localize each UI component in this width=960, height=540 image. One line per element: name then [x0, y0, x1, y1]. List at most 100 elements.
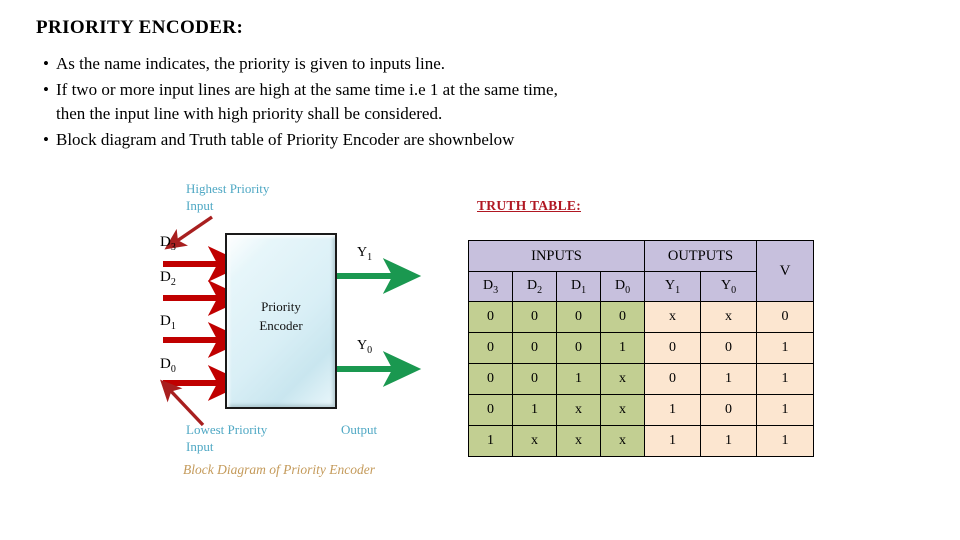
lowest-priority-line2: Input	[186, 439, 214, 454]
input-label-d0-sub: 0	[170, 364, 176, 375]
input-label-d0: D0	[160, 356, 176, 375]
input-label-d1: D1	[160, 313, 176, 332]
input-label-d1-name: D	[160, 313, 171, 329]
sub-header-d0-name: D	[614, 277, 626, 293]
encoder-label-line2: Encoder	[259, 318, 303, 333]
input-label-d1-sub: 1	[170, 321, 176, 332]
output-label: Output	[341, 422, 378, 437]
sub-header-d1-name: D	[570, 277, 582, 293]
cell-y1: 0	[644, 332, 701, 364]
table-row: 1 x x x 1 1 1	[468, 425, 814, 457]
sub-header-d0: D0	[600, 271, 645, 302]
sub-header-d3: D3	[468, 271, 513, 302]
cell-y1: 0	[644, 363, 701, 395]
table-row: 0 0 0 1 0 0 1	[468, 332, 814, 364]
cell-d0: x	[600, 425, 645, 457]
highest-priority-line1: Highest Priority	[186, 181, 270, 196]
cell-d1: x	[556, 394, 601, 426]
lowest-priority-input-label: Lowest Priority Input	[186, 421, 267, 455]
table-sub-header-row: D3 D2 D1 D0 Y1 Y0	[468, 271, 814, 302]
sub-header-y0: Y0	[700, 271, 757, 302]
output-label-y1: Y1	[357, 245, 372, 263]
sub-header-d1-sub: 1	[581, 284, 587, 296]
highest-priority-line2: Input	[186, 198, 214, 213]
bullet-list: • As the name indicates, the priority is…	[36, 52, 796, 154]
diagram-arrows	[160, 215, 422, 427]
bullet-text-2: If two or more input lines are high at t…	[56, 80, 558, 99]
bullet-text-1: As the name indicates, the priority is g…	[56, 54, 446, 73]
cell-d1: x	[556, 425, 601, 457]
priority-encoder-block-label: Priority Encoder	[227, 297, 335, 335]
sub-header-y0-name: Y	[720, 277, 732, 293]
lowest-priority-line1: Lowest Priority	[186, 422, 268, 437]
sub-header-d0-sub: 0	[625, 284, 631, 296]
cell-d1: 0	[556, 332, 601, 364]
cell-d1: 0	[556, 301, 601, 333]
cell-y1: 1	[644, 394, 701, 426]
sub-header-d2: D2	[512, 271, 557, 302]
input-label-d0-name: D	[160, 356, 171, 372]
cell-d3: 0	[468, 363, 513, 395]
input-label-d3-name: D	[160, 234, 171, 250]
output-label-y0: Y0	[357, 338, 372, 356]
input-label-d3: D3	[160, 234, 176, 253]
sub-header-d3-sub: 3	[493, 284, 499, 296]
bullet-marker: •	[43, 54, 49, 73]
highest-priority-pointer-arrow	[164, 215, 213, 250]
sub-header-y0-sub: 0	[731, 284, 737, 296]
block-diagram-caption: Block Diagram of Priority Encoder	[183, 462, 375, 477]
cell-v: 1	[756, 332, 814, 364]
sub-header-d1: D1	[556, 271, 601, 302]
priority-encoder-block: Priority Encoder	[225, 233, 337, 409]
cell-d2: 0	[512, 363, 557, 395]
lowest-priority-pointer-arrow	[160, 379, 205, 427]
cell-d0: 0	[600, 301, 645, 333]
group-header-outputs: OUTPUTS	[644, 240, 757, 272]
cell-v: 1	[756, 394, 814, 426]
cell-y0: 1	[700, 363, 757, 395]
bullet-item-2: • If two or more input lines are high at…	[36, 78, 796, 126]
output-label-y0-name: Y	[357, 338, 368, 353]
bullet-marker: •	[43, 130, 49, 149]
highest-priority-input-label: Highest Priority Input	[186, 180, 269, 214]
input-label-d3-sub: 3	[170, 242, 176, 253]
cell-d1: 1	[556, 363, 601, 395]
table-row: 0 0 1 x 0 1 1	[468, 363, 814, 395]
table-group-header-row: INPUTS OUTPUTS V	[468, 240, 814, 302]
table-row: 0 0 0 0 x x 0	[468, 301, 814, 333]
page-title: PRIORITY ENCODER:	[36, 17, 244, 38]
bullet-text-2-continuation: then the input line with high priority s…	[56, 104, 443, 123]
output-label-y0-sub: 0	[367, 344, 373, 356]
input-label-d2-sub: 2	[170, 277, 176, 288]
cell-v: 0	[756, 301, 814, 333]
sub-header-y1-sub: 1	[675, 284, 681, 296]
input-label-d2: D2	[160, 269, 176, 288]
group-header-inputs: INPUTS	[468, 240, 645, 272]
output-label-y1-sub: 1	[367, 251, 373, 263]
sub-header-d3-name: D	[482, 277, 494, 293]
truth-table-title: TRUTH TABLE:	[477, 198, 581, 213]
table-row: 0 1 x x 1 0 1	[468, 394, 814, 426]
group-header-v: V	[756, 240, 814, 302]
cell-y0: x	[700, 301, 757, 333]
cell-d0: x	[600, 394, 645, 426]
cell-y0: 0	[700, 394, 757, 426]
bullet-item-1: • As the name indicates, the priority is…	[36, 52, 796, 76]
cell-v: 1	[756, 363, 814, 395]
truth-table: INPUTS OUTPUTS V D3 D2 D1 D0 Y1 Y0 0 0 0…	[468, 240, 814, 457]
bullet-item-3: • Block diagram and Truth table of Prior…	[36, 128, 796, 152]
encoder-label-line1: Priority	[261, 299, 301, 314]
cell-d3: 0	[468, 301, 513, 333]
cell-d2: x	[512, 425, 557, 457]
sub-header-d2-name: D	[526, 277, 538, 293]
cell-d3: 0	[468, 332, 513, 364]
truth-table-container: INPUTS OUTPUTS V D3 D2 D1 D0 Y1 Y0 0 0 0…	[468, 240, 814, 457]
cell-d2: 0	[512, 332, 557, 364]
cell-d3: 0	[468, 394, 513, 426]
cell-y0: 0	[700, 332, 757, 364]
cell-d2: 1	[512, 394, 557, 426]
cell-y0: 1	[700, 425, 757, 457]
input-label-d2-name: D	[160, 269, 171, 285]
sub-header-d2-sub: 2	[537, 284, 543, 296]
